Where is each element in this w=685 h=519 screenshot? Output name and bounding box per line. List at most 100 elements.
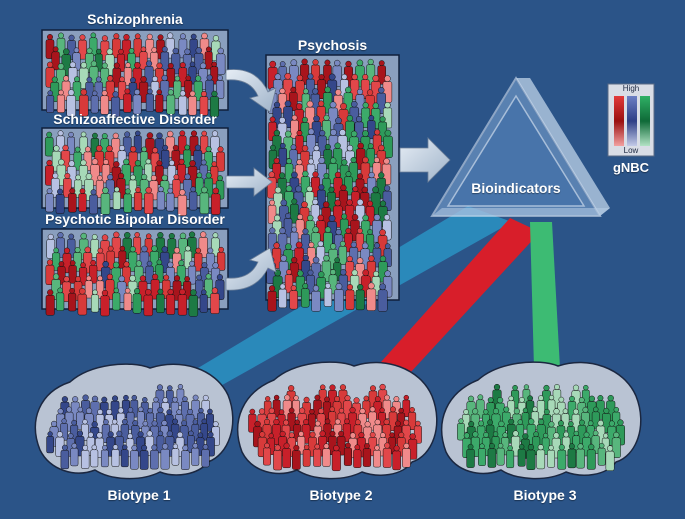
person-figure <box>289 285 298 310</box>
person-figure <box>68 187 77 213</box>
person-figure <box>81 444 90 469</box>
person-figure <box>211 187 221 215</box>
person-figure <box>84 275 93 299</box>
person-figure <box>605 445 615 472</box>
person-figure <box>178 130 187 155</box>
person-figure <box>77 287 88 316</box>
person-figure <box>334 283 344 312</box>
person-figure <box>338 240 347 265</box>
arrow-schizoaffective-to-psychosis <box>225 167 273 197</box>
person-figure <box>96 275 105 299</box>
person-figure <box>100 444 109 468</box>
person-figure <box>132 89 142 115</box>
person-figure <box>365 229 375 253</box>
person-figure <box>322 443 331 467</box>
person-figure <box>46 431 54 454</box>
person-figure <box>402 394 411 418</box>
person-figure <box>55 188 65 214</box>
person-figure <box>297 431 306 455</box>
person-figure <box>217 246 226 271</box>
person-figure <box>133 187 143 211</box>
person-figure <box>290 198 299 224</box>
person-figure <box>63 172 72 198</box>
person-figure <box>210 61 219 85</box>
person-figure <box>323 226 333 254</box>
person-figure <box>191 442 200 466</box>
person-figure <box>263 442 271 466</box>
person-figure <box>193 144 203 170</box>
person-figure <box>199 186 210 215</box>
person-figure <box>216 146 225 172</box>
person-figure <box>199 289 208 313</box>
person-figure <box>355 284 365 311</box>
person-figure <box>160 46 170 71</box>
person-figure <box>144 60 154 87</box>
person-figure <box>100 187 111 215</box>
person-figure <box>112 287 121 311</box>
person-figure <box>306 128 316 156</box>
person-figure <box>199 90 209 116</box>
person-figure <box>586 443 596 470</box>
person-figure <box>567 443 577 469</box>
person-figure <box>195 274 204 299</box>
person-figure <box>56 232 65 258</box>
schizophrenia-crowd <box>45 32 226 118</box>
person-figure <box>367 115 376 140</box>
biotype-1-crowd <box>46 383 220 470</box>
person-figure <box>272 394 281 418</box>
person-figure <box>408 407 417 430</box>
person-figure <box>96 247 105 272</box>
person-figure <box>105 273 115 300</box>
person-figure <box>331 444 341 472</box>
person-figure <box>366 282 377 311</box>
person-figure <box>561 408 570 432</box>
bioindicators-prism <box>430 76 610 217</box>
person-figure <box>139 46 148 70</box>
person-figure <box>188 90 197 116</box>
gnbc-red-bar <box>614 96 624 146</box>
psychosis-crowd <box>266 58 393 312</box>
person-figure <box>517 443 526 467</box>
person-figure <box>282 442 291 469</box>
person-figure <box>313 443 322 467</box>
person-figure <box>290 114 299 139</box>
person-figure <box>591 406 600 430</box>
person-figure <box>557 444 567 470</box>
person-figure <box>183 144 192 168</box>
schizophrenia-title: Schizophrenia <box>87 11 183 27</box>
person-figure <box>68 260 77 284</box>
person-figure <box>67 233 76 258</box>
person-figure <box>216 75 225 99</box>
arrow-psychosis-to-bioindicators <box>399 137 451 183</box>
person-figure <box>130 444 139 470</box>
person-figure <box>466 443 475 468</box>
person-figure <box>292 444 301 470</box>
person-figure <box>188 61 197 85</box>
person-figure <box>177 158 186 184</box>
person-figure <box>70 442 79 467</box>
person-figure <box>311 285 321 312</box>
person-figure <box>112 33 121 59</box>
biotype-3-label: Biotype 3 <box>513 487 577 503</box>
gnbc-blue-bar <box>627 96 637 146</box>
beam-biotype-2 <box>372 218 540 386</box>
person-figure <box>177 189 187 216</box>
person-figure <box>78 262 88 286</box>
arrow-bipolar-to-psychosis <box>225 247 277 291</box>
person-figure <box>187 260 197 285</box>
person-figure <box>136 406 145 429</box>
person-figure <box>201 444 210 468</box>
person-figure <box>150 444 159 470</box>
person-figure <box>204 273 213 298</box>
person-figure <box>366 143 375 168</box>
person-figure <box>210 287 220 314</box>
person-figure <box>362 443 372 467</box>
person-figure <box>89 189 98 215</box>
bipolar-crowd <box>45 231 226 317</box>
person-figure <box>111 91 121 118</box>
person-figure <box>144 186 154 215</box>
person-figure <box>111 444 120 467</box>
person-figure <box>506 445 515 469</box>
person-figure <box>100 90 109 115</box>
schizoaffective-title: Schizoaffective Disorder <box>53 111 217 127</box>
